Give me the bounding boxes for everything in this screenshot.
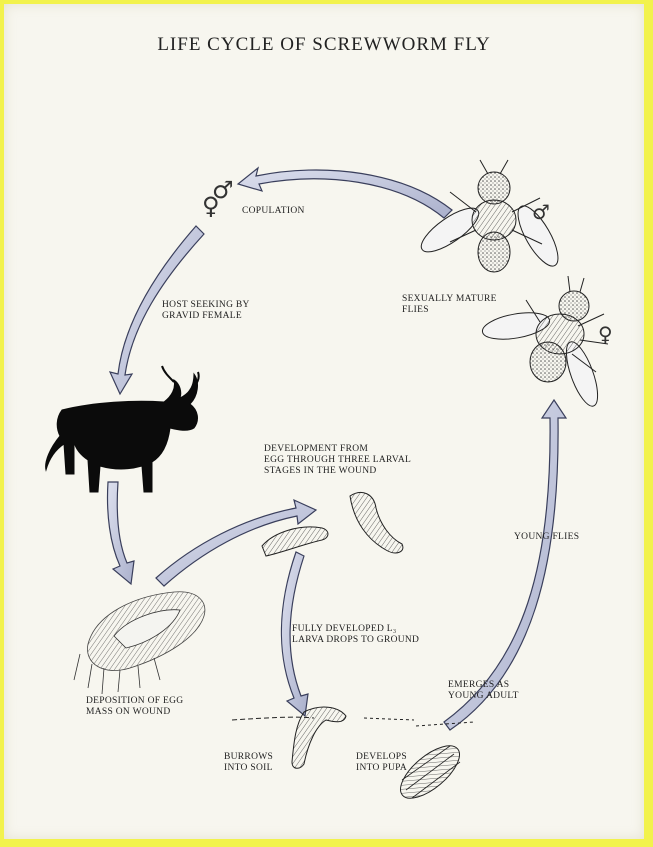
- label-development: DEVELOPMENT FROM EGG THROUGH THREE LARVA…: [264, 444, 411, 477]
- female-symbol: ♀: [202, 192, 220, 220]
- label-fully-developed: FULLY DEVELOPED L₃ LARVA DROPS TO GROUND: [292, 624, 419, 646]
- label-deposition: DEPOSITION OF EGG MASS ON WOUND: [86, 696, 183, 718]
- male-fly-symbol: ♂: [532, 200, 550, 224]
- burrowing-larva-icon: [292, 707, 346, 768]
- diagram-page: LIFE CYCLE OF SCREWWORM FLY: [4, 4, 644, 839]
- label-burrows: BURROWS INTO SOIL: [224, 752, 273, 774]
- label-copulation: COPULATION: [242, 206, 305, 217]
- label-host-seeking: HOST SEEKING BY GRAVID FEMALE: [162, 300, 250, 322]
- female-fly-icon: [480, 276, 608, 410]
- female-fly-symbol: ♀: [598, 322, 613, 346]
- egg-mass-icon: [74, 592, 205, 694]
- label-sexually-mature: SEXUALLY MATURE FLIES: [402, 294, 497, 316]
- arrow-host-to-eggmass: [108, 482, 135, 584]
- label-emerges: EMERGES AS YOUNG ADULT: [448, 680, 519, 702]
- label-young-flies: YOUNG FLIES: [514, 532, 579, 543]
- label-develops-pupa: DEVELOPS INTO PUPA: [356, 752, 407, 774]
- larva-icon: [262, 492, 403, 556]
